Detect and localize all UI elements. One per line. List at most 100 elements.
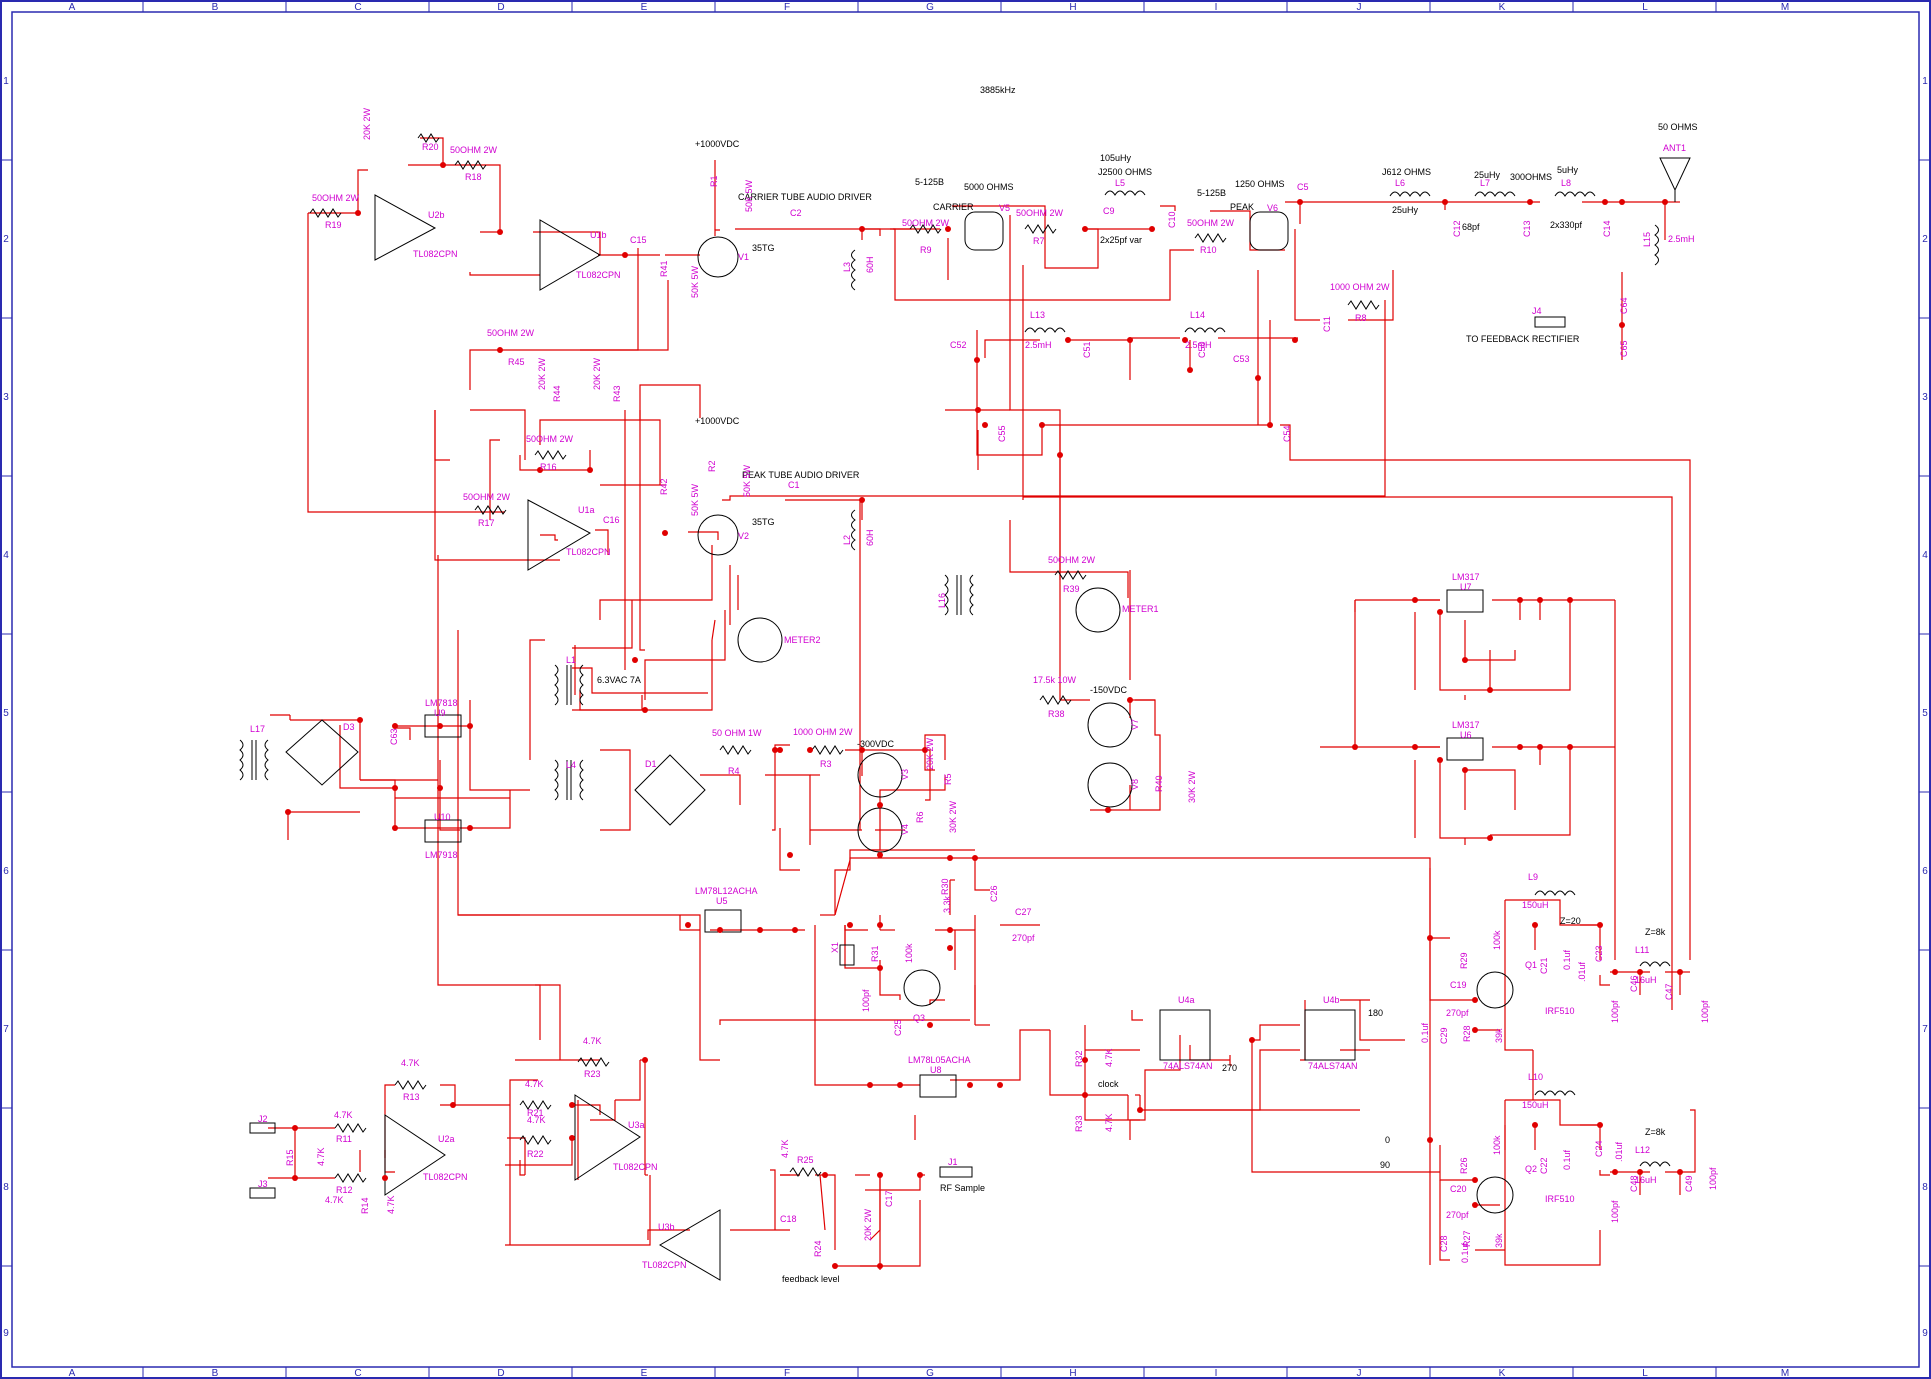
- r18-resistor-symbol: [454, 160, 487, 170]
- opamp-u2b-symbol: [374, 194, 437, 261]
- r4-ref: R4: [728, 766, 740, 776]
- row-9-left: 9: [3, 1328, 9, 1339]
- tube-v6-symbol: [1249, 211, 1289, 251]
- v6-value: 5-125B: [1197, 188, 1226, 198]
- r1-ref: R1: [709, 175, 719, 187]
- peak-driver-note: PEAK TUBE AUDIO DRIVER: [742, 470, 860, 480]
- r27-ref: R27: [1462, 1230, 1472, 1247]
- l14-ref: L14: [1190, 310, 1205, 320]
- c29-ref: C29: [1439, 1027, 1449, 1044]
- meter-labels: METER1 METER2: [784, 604, 1159, 645]
- c23-value: .01uf: [1577, 961, 1587, 982]
- r3-value: 1000 OHM 2W: [793, 727, 853, 737]
- c18-ref: C18: [780, 1214, 797, 1224]
- d1-ref: D1: [645, 759, 657, 769]
- l15-coil-symbol: [1654, 224, 1659, 266]
- r17-value: 50OHM 2W: [463, 492, 511, 502]
- c9-value: 2x25pf var: [1100, 235, 1142, 245]
- z8k-1-note: Z=8k: [1645, 927, 1666, 937]
- row-3-left: 3: [3, 392, 9, 403]
- l7-coil-symbol: [1474, 191, 1516, 197]
- c5-ref: C5: [1297, 182, 1309, 192]
- c27-value: 270pf: [1012, 933, 1035, 943]
- c19-value: 270pf: [1446, 1008, 1469, 1018]
- r16-ref: R16: [540, 462, 557, 472]
- l9-coil-symbol: [1534, 890, 1576, 896]
- v5-ref: V5: [999, 203, 1010, 213]
- r41-ref: R41: [659, 260, 669, 277]
- r43-ref: R43: [612, 385, 622, 402]
- c14-ref: C14: [1602, 220, 1612, 237]
- row-3-right: 3: [1922, 392, 1928, 403]
- col-g-top: G: [926, 2, 934, 13]
- component-labels: U2b TL082CPN U1b TL082CPN U1a TL082CPN U…: [285, 107, 1718, 1270]
- r39-ref: R39: [1063, 584, 1080, 594]
- u3a-value: TL082CPN: [613, 1162, 658, 1172]
- ohms300-label: 300OHMS: [1510, 172, 1552, 182]
- l1-ref: L1: [566, 655, 576, 665]
- c50-ref: C50: [1197, 341, 1207, 358]
- neg300-label: -300VDC: [857, 739, 895, 749]
- u2a-ref: U2a: [438, 1134, 455, 1144]
- row-4-right: 4: [1922, 550, 1928, 561]
- l7-ref: L7: [1480, 178, 1490, 188]
- x1-ref: X1: [830, 942, 840, 953]
- notes: 3885kHz CARRIER TUBE AUDIO DRIVER PEAK T…: [597, 85, 1698, 1284]
- opamp-u3b-symbol: [659, 1209, 721, 1281]
- opamp-u3a-symbol: [574, 1094, 641, 1181]
- r7-resistor-symbol: [1024, 224, 1057, 234]
- r3-resistor-symbol: [811, 745, 844, 755]
- col-a-top: A: [69, 2, 76, 13]
- carrier-label: CARRIER: [933, 202, 974, 212]
- reg-u5-symbol: [704, 909, 742, 933]
- col-i-bottom: I: [1215, 1368, 1218, 1379]
- r15-ref: R15: [285, 1149, 295, 1166]
- opamp-u2a-symbol: [384, 1114, 446, 1196]
- r26-value: 100k: [1492, 1135, 1502, 1155]
- row-1-right: 1: [1922, 76, 1928, 87]
- col-e-top: E: [641, 2, 648, 13]
- r31-ref: R31: [870, 945, 880, 962]
- col-b-bottom: B: [212, 1368, 219, 1379]
- u2b-value: TL082CPN: [413, 249, 458, 259]
- l10-ref: L10: [1528, 1072, 1543, 1082]
- u3b-value: TL082CPN: [642, 1260, 687, 1270]
- u7-ref: U7: [1460, 582, 1472, 592]
- j2-symbol: [249, 1122, 276, 1134]
- c11-ref: C11: [1322, 316, 1332, 332]
- r25-ref: R25: [797, 1155, 814, 1165]
- c49-ref: C49: [1684, 1175, 1694, 1192]
- clock-note: clock: [1098, 1079, 1119, 1089]
- carrier-driver-note: CARRIER TUBE AUDIO DRIVER: [738, 192, 872, 202]
- l13-ref: L13: [1030, 310, 1045, 320]
- r38-resistor-symbol: [1039, 695, 1072, 705]
- l16-transformer-symbol: [944, 574, 974, 616]
- opamp-u1b-symbol: [539, 219, 601, 291]
- r23-value: 4.7K: [583, 1036, 602, 1046]
- r4-value: 50 OHM 1W: [712, 728, 762, 738]
- r32-value: 4.7K: [1104, 1048, 1114, 1067]
- l16-ref: L16: [937, 593, 947, 608]
- c22-value: 0.1uf: [1562, 1149, 1572, 1170]
- l13-value: 2.5mH: [1025, 340, 1052, 350]
- r45-value: 50OHM 2W: [487, 328, 535, 338]
- reg-u7-symbol: [1446, 589, 1484, 613]
- r22-ref: R22: [527, 1149, 544, 1159]
- c13-ref: C13: [1522, 220, 1532, 237]
- r5-value: 20K 2W: [925, 737, 935, 770]
- c12-value: 68pf: [1462, 222, 1480, 232]
- c17-ref: C17: [884, 1190, 894, 1207]
- u3b-ref: U3b: [658, 1222, 675, 1232]
- c1-ref: C1: [788, 480, 800, 490]
- c24-ref: C24: [1594, 1140, 1604, 1157]
- u1b-value: TL082CPN: [576, 270, 621, 280]
- l12-value: 16uH: [1635, 1175, 1657, 1185]
- q3-symbol: [903, 969, 941, 1007]
- crystal-x1-symbol: [839, 944, 855, 966]
- reg-u10-symbol: [424, 819, 462, 843]
- u4b-value: 74ALS74AN: [1308, 1061, 1358, 1071]
- v2-value: 35TG: [752, 517, 775, 527]
- r14-value: 4.7K: [386, 1195, 396, 1214]
- c55-ref: C55: [997, 425, 1007, 442]
